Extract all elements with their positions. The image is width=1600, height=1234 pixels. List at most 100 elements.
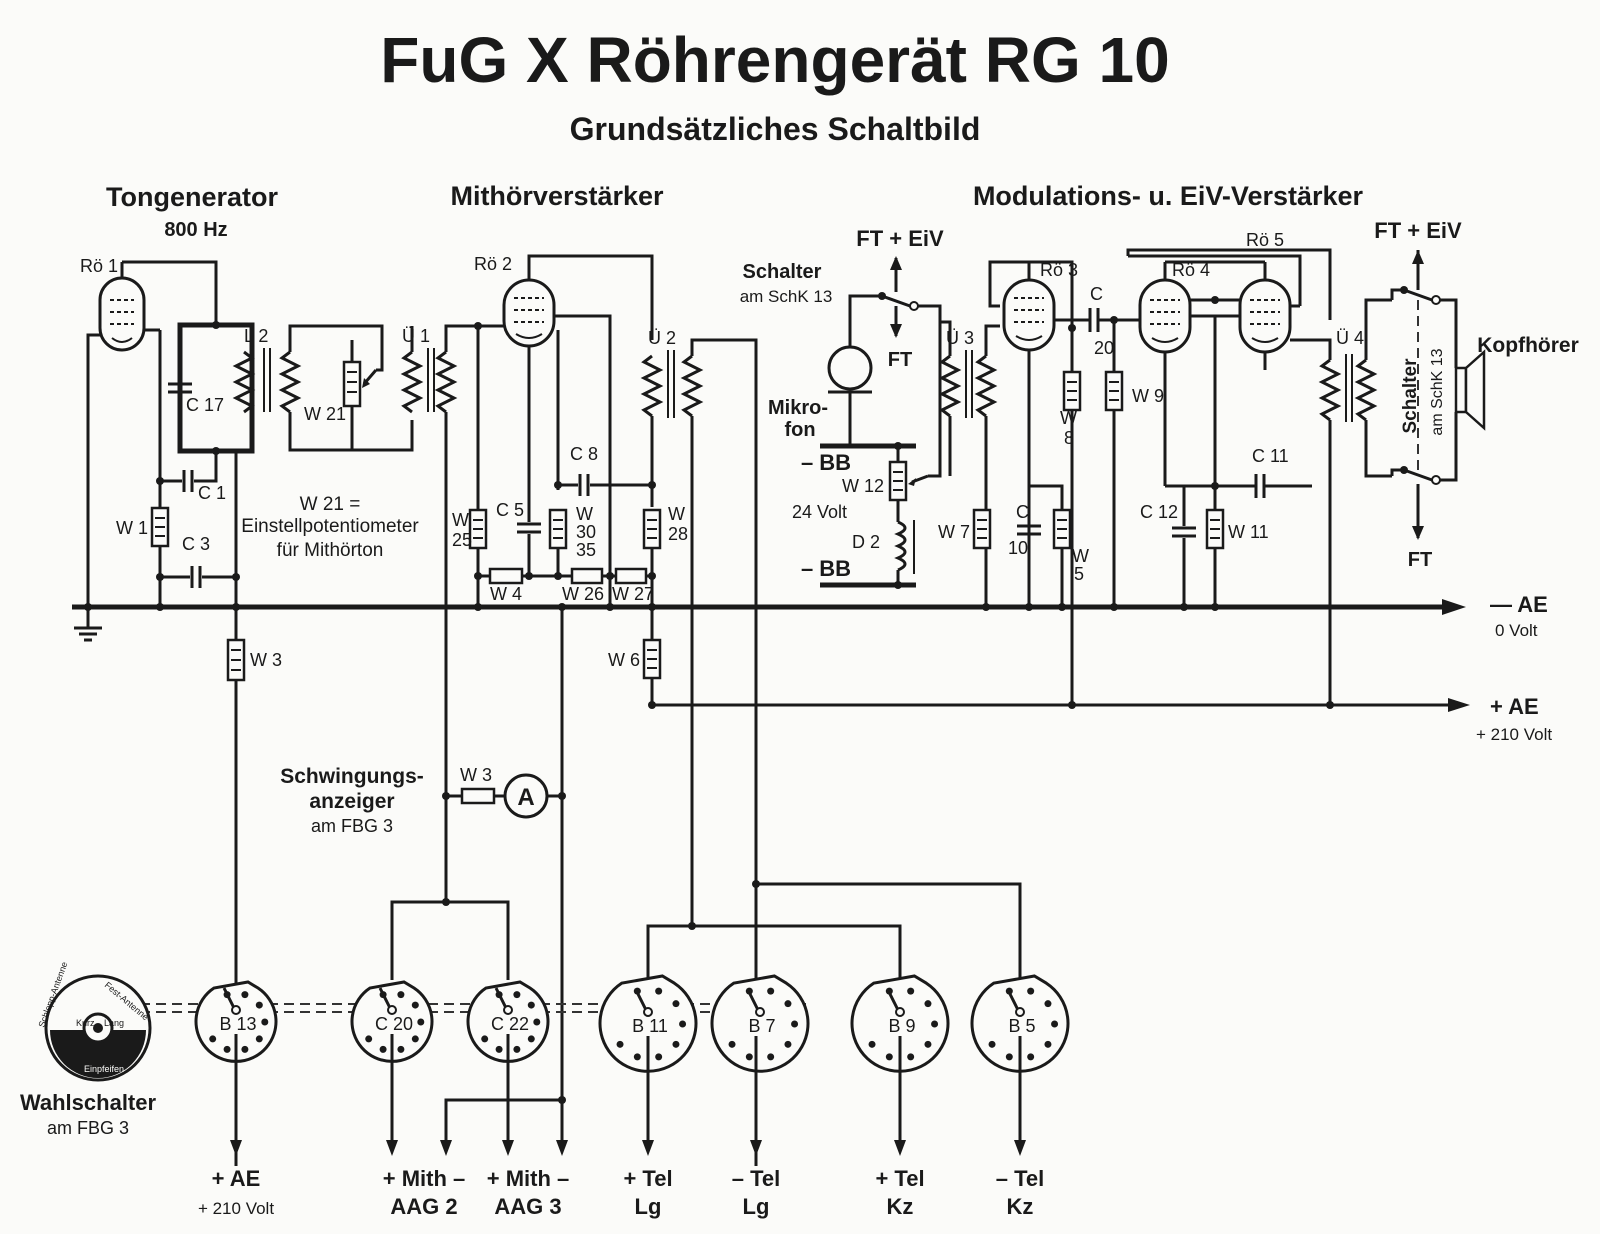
socket-label: B 7 — [748, 1016, 775, 1036]
label-schalter-1: Schalter — [743, 261, 822, 283]
ae-minus-arrow — [1442, 599, 1466, 615]
label-w25-a: W — [452, 510, 469, 530]
tank-circuit — [177, 322, 255, 454]
terminal-top-label: + Mith – — [487, 1166, 570, 1191]
label-ft-2: FT — [1408, 549, 1432, 571]
label-w25-b: 25 — [452, 530, 472, 550]
label-c8: C 8 — [570, 444, 598, 464]
microphone-icon — [827, 345, 873, 394]
label-ro1: Rö 1 — [80, 256, 118, 276]
label-w11: W 11 — [1228, 522, 1269, 542]
terminals-layer: + AE+ 210 Volt+ Mith –AAG 2+ Mith –AAG 3… — [198, 1034, 1044, 1219]
label-c10-b: 10 — [1008, 538, 1028, 558]
tube-ro5 — [1238, 278, 1292, 354]
terminal-top-label: + Tel — [623, 1166, 672, 1191]
note-w21-line2: Einstellpotentiometer — [241, 516, 419, 537]
resistor-w3-meter — [460, 787, 496, 805]
ae-minus-volt: 0 Volt — [1495, 621, 1538, 640]
terminal-2: + Mith – AAG 3 — [487, 1034, 570, 1219]
terminal-top-label: – Tel — [996, 1166, 1045, 1191]
label-c17: C 17 — [186, 395, 224, 415]
capacitor-c3 — [190, 566, 202, 588]
socket-c20: C 20 — [350, 980, 434, 1063]
terminal-bottom-label: Kz — [887, 1194, 914, 1219]
label-ro3: Rö 3 — [1040, 260, 1078, 280]
label-ft-eiv-1: FT + EiV — [856, 226, 944, 251]
label-u2: Ü 2 — [648, 328, 676, 348]
section-tongenerator-freq: 800 Hz — [164, 219, 227, 241]
label-bb-1: – BB — [801, 450, 851, 475]
label-w3-ae: W 3 — [250, 650, 282, 670]
socket-label: C 22 — [491, 1014, 529, 1034]
label-c3: C 3 — [182, 534, 210, 554]
terminal-1: + Mith –AAG 2 — [383, 1034, 465, 1219]
ae-plus-volt: + 210 Volt — [1476, 725, 1552, 744]
page-subtitle: Grundsätzliches Schaltbild — [570, 111, 981, 147]
section-tongenerator: Tongenerator — [106, 182, 278, 212]
label-ft-eiv-2: FT + EiV — [1374, 218, 1462, 243]
label-w28-b: 28 — [668, 524, 688, 544]
dial-einpfeifen: Einpfeifen — [84, 1064, 124, 1074]
note-w21-line1: W 21 = — [300, 494, 361, 515]
dial-kurz: Kurz — [76, 1018, 95, 1028]
label-u4: Ü 4 — [1336, 328, 1364, 348]
label-c10-a: C — [1016, 502, 1029, 522]
terminal-bottom-label: + 210 Volt — [198, 1199, 274, 1218]
dial-lang: Lang — [104, 1018, 124, 1028]
label-w9: W 9 — [1132, 386, 1164, 406]
tube-ro4 — [1138, 278, 1192, 354]
capacitor-c17 — [168, 382, 192, 394]
label-w27: W 27 — [612, 584, 654, 604]
terminal-bottom-label: Lg — [635, 1194, 662, 1219]
label-u3: Ü 3 — [946, 328, 974, 348]
ammeter-label: A — [517, 784, 534, 811]
label-schalter-2: Schalter — [1400, 358, 1421, 434]
socket-b11: B 11 — [598, 974, 698, 1073]
socket-label: C 20 — [375, 1014, 413, 1034]
page-title: FuG X Röhrengerät RG 10 — [380, 24, 1169, 96]
label-w28-a: W — [668, 504, 685, 524]
label-24volt: 24 Volt — [792, 502, 847, 522]
label-w5-a: W — [1072, 546, 1089, 566]
label-l2: L 2 — [244, 326, 268, 346]
label-kopfhoerer: Kopfhörer — [1477, 334, 1579, 357]
tube-ro1 — [98, 276, 146, 352]
label-w30-c: 35 — [576, 540, 596, 560]
label-w8-b: 8 — [1064, 428, 1074, 448]
label-schwing-1: Schwingungs- — [280, 765, 424, 788]
wahlschalter-dial — [44, 974, 152, 1082]
ae-minus-label: — AE — [1490, 592, 1548, 617]
label-wahlschalter-sub: am FBG 3 — [47, 1118, 129, 1138]
socket-label: B 5 — [1008, 1016, 1035, 1036]
label-ft-1: FT — [888, 349, 912, 371]
capacitor-c1 — [182, 470, 194, 492]
label-schwing-2: anzeiger — [309, 790, 394, 813]
label-c20-a: C — [1090, 284, 1103, 304]
socket-label: B 11 — [632, 1016, 668, 1036]
label-ro4: Rö 4 — [1172, 260, 1210, 280]
section-mithoerverstaerker: Mithörverstärker — [450, 181, 664, 211]
label-w8-a: W — [1060, 408, 1077, 428]
label-d2: D 2 — [852, 532, 880, 552]
terminal-top-label: + Tel — [875, 1166, 924, 1191]
capacitor-c20 — [1088, 308, 1100, 332]
section-modulation: Modulations- u. EiV-Verstärker — [973, 181, 1364, 211]
label-c1: C 1 — [198, 483, 226, 503]
socket-b7: B 7 — [710, 974, 810, 1073]
label-mikrofon-1: Mikro- — [768, 397, 828, 419]
socket-label: B 13 — [219, 1014, 256, 1034]
label-w26: W 26 — [562, 584, 604, 604]
choke-d2 — [894, 520, 907, 572]
label-mikrofon-2: fon — [784, 419, 815, 441]
label-c5: C 5 — [496, 500, 524, 520]
note-w21-line3: für Mithörton — [277, 540, 384, 561]
terminal-bottom-label: AAG 3 — [494, 1194, 561, 1219]
label-w21: W 21 — [304, 404, 346, 424]
terminal-top-label: – Tel — [732, 1166, 781, 1191]
tube-ro3 — [1002, 278, 1056, 352]
label-w3-meter: W 3 — [460, 765, 492, 785]
